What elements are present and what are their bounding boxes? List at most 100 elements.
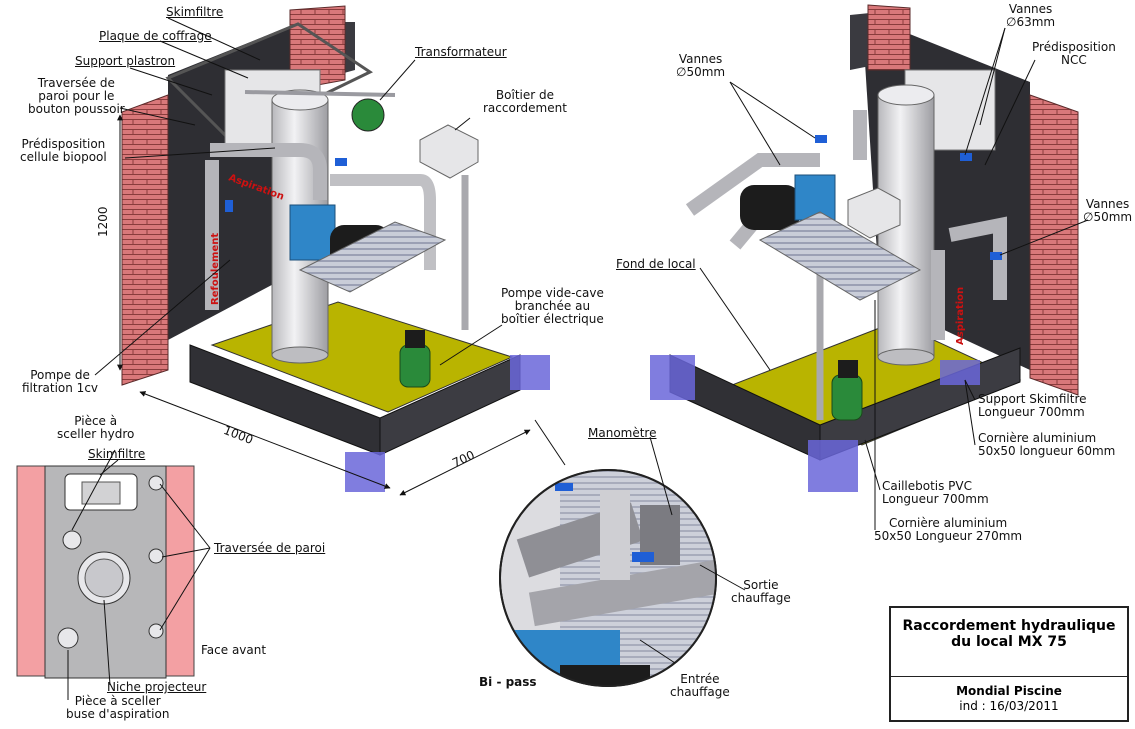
junction-box-right [847, 187, 901, 239]
label-piece-buse-line1: Pièce à sceller [74, 694, 161, 708]
label-manometre: Manomètre [588, 426, 657, 440]
label-corniere-60: Cornière aluminium 50x50 longueur 60mm [978, 432, 1115, 458]
label-entree-line1: Entrée [680, 672, 720, 686]
grating-left [298, 221, 447, 293]
label-face-avant: Face avant [201, 643, 267, 657]
brick-column-right-back [867, 4, 911, 71]
label-piece-hydro-line2: sceller hydro [57, 427, 135, 441]
valve-right-1 [815, 135, 827, 143]
label-corniere60-line2: 50x50 longueur 60mm [978, 444, 1116, 458]
front-brick-left [16, 465, 46, 677]
label-traversee-line1: Traversée de [37, 76, 115, 90]
aspiration-text-right: Aspiration [955, 287, 966, 345]
front-brick-right [165, 465, 195, 677]
pipe-right-side [948, 216, 1007, 300]
pipe-aspiration-left [210, 143, 327, 200]
dimension-height: 1200 [96, 206, 110, 237]
label-sortie-chauffage: Sortie chauffage [731, 579, 791, 605]
label-support-skim: Support Skimfiltre Longueur 700mm [978, 393, 1087, 419]
label-entree-chauffage: Entrée chauffage [670, 673, 730, 699]
label-transformateur: Transformateur [415, 45, 507, 59]
label-piece-buse-line2: buse d'aspiration [66, 707, 170, 721]
junction-box [419, 124, 479, 179]
label-vannes50-left: Vannes ∅50mm [676, 53, 725, 79]
label-predisp-ncc-line2: NCC [1061, 53, 1087, 67]
label-bipass: Bi - pass [479, 675, 537, 689]
title-text: Raccordement hydraulique du local MX 75 [891, 618, 1127, 650]
label-traversee-line2: paroi pour le [38, 89, 115, 103]
right-iso-view: Aspiration [650, 4, 1079, 492]
piece-hydro [62, 530, 82, 550]
label-corniere-270: Cornière aluminium 50x50 Longueur 270mm [874, 517, 1022, 543]
front-view [16, 465, 195, 679]
bracket-right-3 [940, 360, 980, 385]
pump-right [794, 174, 836, 221]
bracket-right-2 [808, 440, 858, 492]
pipe-horizontal-left [244, 90, 396, 97]
bypass-detail [499, 469, 717, 687]
label-fond-local: Fond de local [616, 257, 696, 271]
index-date: ind : 16/03/2011 [959, 699, 1059, 713]
traversee-3 [148, 623, 164, 639]
title-separator [891, 676, 1127, 677]
brick-column-left [121, 94, 169, 386]
bracket-left-2 [510, 355, 550, 390]
company-name: Mondial Piscine [956, 684, 1062, 698]
brick-column-right [1029, 94, 1079, 396]
bracket-right-1 [650, 355, 695, 400]
label-piece-buse: Pièce à sceller buse d'aspiration [66, 695, 169, 721]
grating-right [758, 211, 922, 301]
label-support-skim-line2: Longueur 700mm [978, 405, 1085, 419]
label-vannes50-left-line1: Vannes [678, 52, 723, 66]
label-plaque-coffrage: Plaque de coffrage [99, 29, 212, 43]
filtration-pump [289, 204, 336, 261]
label-piece-hydro-line1: Pièce à [74, 414, 118, 428]
pump-motor-right [740, 185, 800, 230]
label-predisp-cellule-line1: Prédisposition [21, 137, 106, 151]
label-pompe-vc-line3: boîtier électrique [501, 312, 604, 326]
label-caillebotis-line1: Caillebotis PVC [882, 479, 973, 493]
label-boitier: Boîtier de raccordement [483, 89, 567, 115]
refoulement-text-left: Refoulement [210, 233, 221, 305]
title-block: Raccordement hydraulique du local MX 75 … [889, 606, 1129, 722]
pipe-left-right-view [685, 153, 820, 216]
valve-right-2 [990, 252, 1002, 260]
label-pompe-vc-line1: Pompe vide-cave [501, 286, 604, 300]
label-vannes63-line1: Vannes [1008, 2, 1053, 16]
title-line2: du local MX 75 [951, 634, 1067, 650]
label-traversee-line3: bouton poussoir [28, 102, 125, 116]
label-corniere270-line1: Cornière aluminium [888, 516, 1008, 530]
traversee-1 [148, 475, 164, 491]
left-iso-view: Aspiration Refoulement [121, 5, 550, 492]
label-niche-projecteur: Niche projecteur [107, 680, 207, 694]
title-line1: Raccordement hydraulique [902, 618, 1116, 634]
label-pompe-vc-line2: branchée au [514, 299, 591, 313]
label-vannes63: Vannes ∅63mm [1006, 3, 1055, 29]
label-sortie-line1: Sortie [743, 578, 779, 592]
label-entree-line2: chauffage [670, 685, 730, 699]
sump-pump-right [831, 374, 863, 421]
label-predisp-cellule-line2: cellule biopool [20, 150, 107, 164]
bracket-left-1 [345, 452, 385, 492]
label-skimfiltre-top: Skimfiltre [166, 5, 224, 19]
label-piece-hydro: Pièce à sceller hydro [57, 415, 134, 441]
label-corniere270-line2: 50x50 Longueur 270mm [874, 529, 1023, 543]
label-corniere60-line1: Cornière aluminium [978, 431, 1097, 445]
label-pompe-filtration: Pompe de filtration 1cv [22, 369, 98, 395]
label-skimfiltre-front: Skimfiltre [88, 447, 146, 461]
label-caillebotis-line2: Longueur 700mm [882, 492, 989, 506]
label-vannes63-line2: ∅63mm [1006, 15, 1056, 29]
label-vannes50-right-line1: Vannes [1085, 197, 1130, 211]
label-support-plastron: Support plastron [75, 54, 176, 68]
dimension-lines-left [117, 114, 531, 496]
leader-lines [67, 17, 1089, 700]
label-pompe-vide-cave: Pompe vide-cave branchée au boîtier élec… [501, 287, 604, 326]
label-caillebotis: Caillebotis PVC Longueur 700mm [882, 480, 989, 506]
label-pompe-filt-line2: filtration 1cv [22, 381, 99, 395]
label-traversee-bouton: Traversée de paroi pour le bouton pousso… [28, 77, 125, 116]
label-boitier-line1: Boîtier de [495, 88, 554, 102]
label-support-skim-line1: Support Skimfiltre [978, 392, 1087, 406]
traversee-2 [148, 548, 164, 564]
label-vannes50-right-line2: ∅50mm [1083, 210, 1133, 224]
